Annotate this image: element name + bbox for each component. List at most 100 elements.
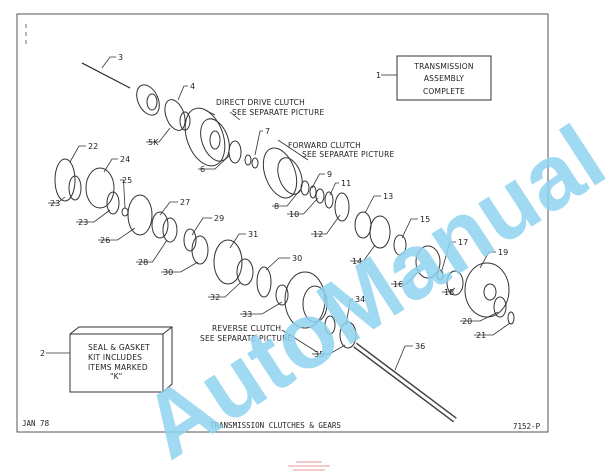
leader-line	[350, 244, 376, 262]
callout-19: 19	[498, 248, 508, 257]
leader-line	[98, 227, 136, 241]
leader-line	[120, 179, 126, 209]
footer-title: TRANSMISSION CLUTCHES & GEARS	[210, 421, 341, 430]
callout-13: 13	[383, 192, 393, 201]
callout-26: 26	[100, 236, 110, 245]
callout-labels: 345K678910111213141516171819202122232324…	[48, 53, 511, 371]
callout-28: 28	[138, 258, 148, 267]
watermark: AutoManual	[125, 106, 612, 475]
reverse-clutch	[281, 271, 328, 353]
direct-drive-note-2: SEE SEPARATE PICTURE	[232, 108, 325, 117]
callout-15: 15	[420, 215, 430, 224]
reverse-note-1: REVERSE CLUTCH	[212, 324, 281, 333]
callout-29: 29	[214, 214, 224, 223]
leader-line	[208, 282, 241, 298]
callout-32: 32	[210, 293, 220, 302]
leader-line	[311, 214, 341, 235]
assembly-callout: 1	[376, 71, 381, 80]
callout-8: 8	[274, 202, 279, 211]
callout-7: 7	[265, 127, 270, 136]
callout-33: 33	[242, 310, 252, 319]
forward-note-1: FORWARD CLUTCH	[288, 141, 361, 150]
input-shaft	[81, 62, 160, 116]
callout-5k: 5K	[148, 138, 159, 147]
footer-code: 7152-P	[513, 422, 541, 431]
callout-12: 12	[313, 230, 323, 239]
leader-line	[311, 173, 325, 189]
callout-23: 23	[78, 218, 88, 227]
direct-drive-clutch	[184, 107, 241, 167]
assembly-line-1: TRANSMISSION	[413, 62, 473, 71]
leader-line	[254, 130, 263, 156]
callout-6: 6	[200, 165, 205, 174]
leader-line	[441, 241, 456, 271]
leader-line	[329, 182, 339, 196]
callout-18: 18	[444, 288, 454, 297]
callout-24: 24	[120, 155, 130, 164]
leader-line	[48, 196, 66, 204]
callout-22: 22	[88, 142, 98, 151]
leader-line	[391, 269, 421, 285]
seal-kit-box: 2 SEAL & GASKET KIT INCLUDES ITEMS MARKE…	[40, 326, 173, 393]
callout-23: 23	[50, 199, 60, 208]
leader-line	[101, 56, 116, 69]
callout-35: 35	[314, 350, 324, 359]
callout-17: 17	[458, 238, 468, 247]
leader-line	[401, 218, 418, 239]
leader-line	[287, 197, 319, 215]
callout-16: 16	[393, 280, 403, 289]
kit-line-1: SEAL & GASKET	[88, 343, 150, 352]
parts-drawing	[54, 62, 515, 423]
forward-note-2: SEE SEPARATE PICTURE	[302, 150, 395, 159]
callout-10: 10	[289, 210, 299, 219]
callout-9: 9	[327, 170, 332, 179]
leader-line	[474, 322, 511, 336]
leader-line	[136, 239, 168, 263]
leader-line	[159, 201, 178, 216]
leader-line	[240, 301, 283, 315]
leader-line	[161, 261, 199, 273]
leader-line	[69, 145, 86, 163]
callout-11: 11	[341, 179, 351, 188]
callout-34: 34	[355, 295, 365, 304]
leader-line	[229, 233, 246, 249]
callout-30: 30	[163, 268, 173, 277]
assembly-line-3: COMPLETE	[423, 87, 465, 96]
callout-4: 4	[190, 82, 195, 91]
callout-36: 36	[415, 342, 425, 351]
leader-line	[103, 158, 118, 173]
assembly-line-2: ASSEMBLY	[424, 74, 465, 83]
kit-callout: 2	[40, 349, 45, 358]
reverse-note-2: SEE SEPARATE PICTURE	[200, 334, 293, 343]
leader-line	[364, 195, 381, 214]
kit-line-4: "K"	[110, 372, 122, 381]
kit-line-2: KIT INCLUDES	[88, 353, 142, 362]
callout-30: 30	[292, 254, 302, 263]
callout-21: 21	[476, 331, 486, 340]
direct-drive-note-1: DIRECT DRIVE CLUTCH	[216, 98, 305, 107]
callout-14: 14	[352, 257, 362, 266]
leader-line	[265, 257, 290, 271]
leader-line	[198, 154, 231, 170]
kit-line-3: ITEMS MARKED	[88, 363, 148, 372]
footer-date: JAN 78	[22, 419, 50, 428]
leader-line	[345, 298, 353, 326]
leader-line	[76, 209, 111, 223]
leader-line	[191, 217, 212, 236]
callout-27: 27	[180, 198, 190, 207]
output-shaft	[353, 342, 457, 423]
leader-line	[146, 127, 171, 143]
callout-20: 20	[462, 317, 472, 326]
leader-line	[312, 344, 346, 355]
assembly-box: 1 TRANSMISSION ASSEMBLY COMPLETE	[376, 55, 492, 101]
leader-line	[272, 189, 301, 207]
leader-line	[479, 251, 496, 269]
leader-line	[442, 287, 456, 293]
leader-line	[394, 345, 413, 371]
leader-line	[460, 311, 499, 322]
leader-line	[177, 85, 188, 101]
copyright-stamp	[288, 461, 330, 471]
page-frame	[16, 13, 549, 433]
callout-3: 3	[118, 53, 123, 62]
